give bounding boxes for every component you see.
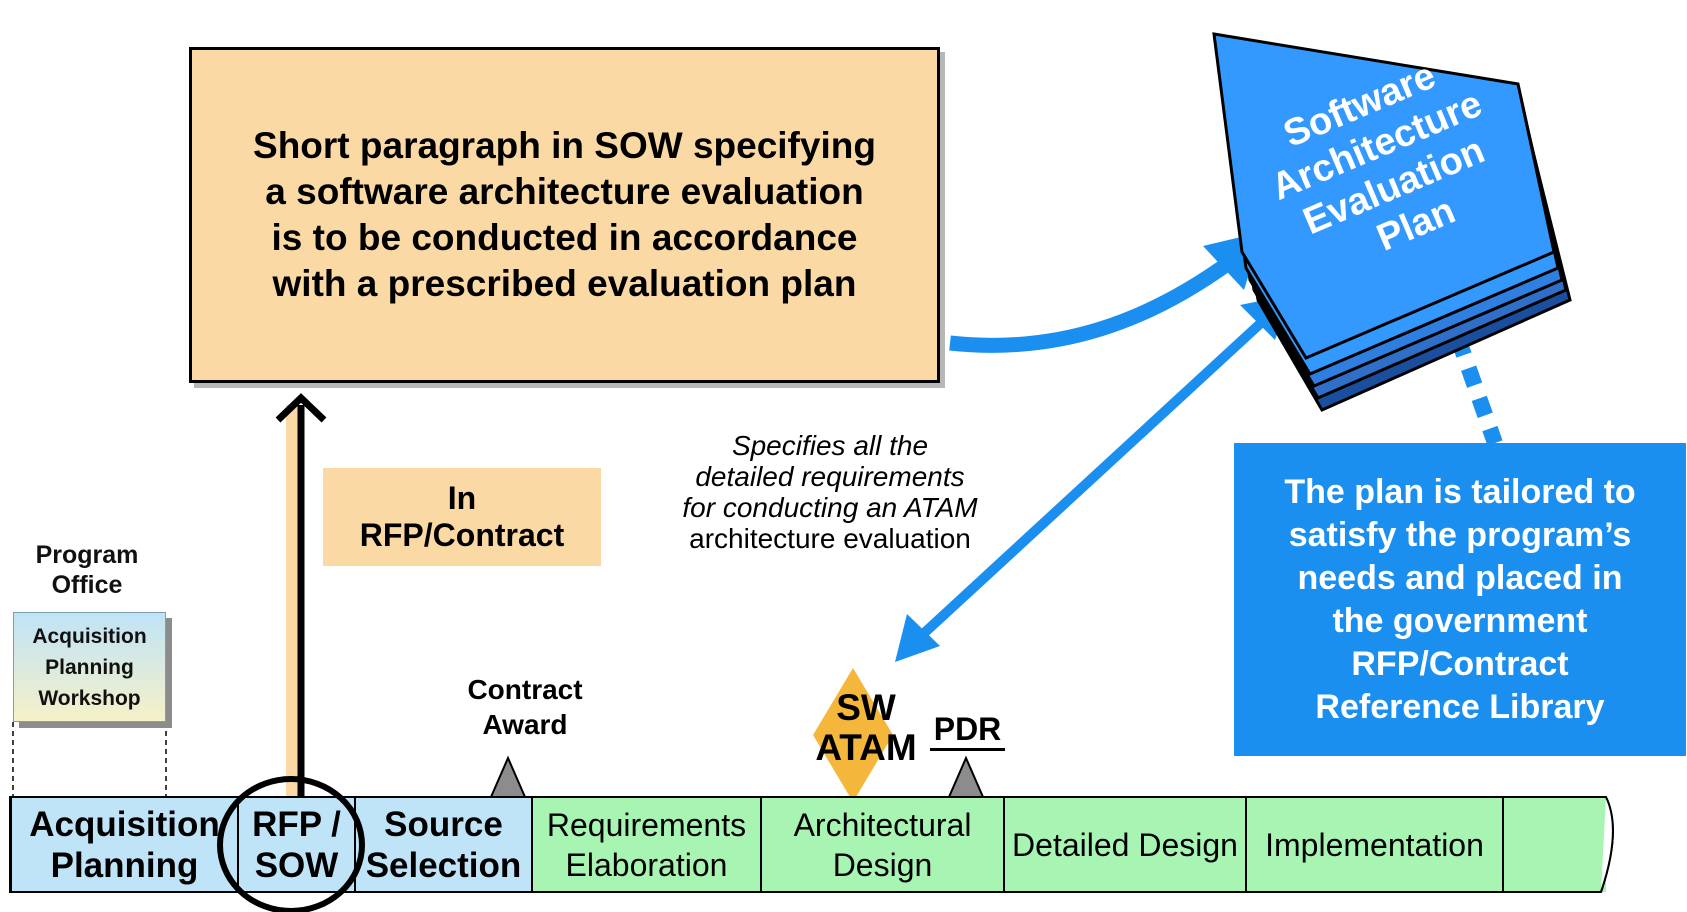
contract-award-line: Award (482, 709, 568, 740)
spec-line: architecture evaluation (689, 523, 971, 554)
phase-architectural-design: Architectural Design (760, 797, 1003, 892)
pdr-triangle (947, 755, 985, 798)
atam-end-arrowhead (895, 614, 940, 662)
phase-label: Implementation (1265, 826, 1484, 863)
in-rfp-contract-label: In RFP/Contract (323, 468, 601, 566)
sw-atam-line: ATAM (815, 727, 917, 768)
workshop-line: Workshop (38, 686, 141, 710)
tailored-line: needs and placed in (1297, 558, 1623, 597)
phase-label: Elaboration (565, 846, 728, 883)
phase-label: Architectural (793, 806, 972, 843)
phase-label: RFP / (252, 804, 341, 844)
acquisition-planning-workshop-box: Acquisition Planning Workshop (13, 612, 166, 722)
phase-label: Requirements (546, 806, 747, 843)
specifies-requirements-note: Specifies all the detailed requirements … (660, 430, 1000, 554)
phase-label: Design (832, 846, 933, 883)
sow-line: with a prescribed evaluation plan (272, 263, 857, 304)
phase-implementation: Implementation (1245, 797, 1502, 892)
plan-tailored-box: The plan is tailored to satisfy the prog… (1234, 443, 1686, 756)
sw-atam-label: SW ATAM (796, 688, 936, 768)
phase-label: Detailed Design (1012, 826, 1238, 863)
phase-label: Source (384, 804, 503, 844)
phase-label: Selection (365, 845, 522, 885)
tailored-line: RFP/Contract (1351, 644, 1569, 683)
pdr-label: PDR (930, 710, 1005, 751)
sow-paragraph-box: Short paragraph in SOW specifying a soft… (189, 47, 940, 383)
sow-paragraph-text: Short paragraph in SOW specifying a soft… (192, 123, 937, 307)
sow-line: Short paragraph in SOW specifying (253, 125, 876, 166)
spec-line: for conducting an ATAM (682, 492, 978, 523)
spec-line: Specifies all the (731, 430, 929, 461)
contract-award-line: Contract (467, 674, 583, 705)
phase-label: Acquisition (29, 804, 220, 844)
plan-atam-double-arrow (918, 318, 1266, 639)
sow-up-arrowhead (275, 393, 327, 423)
sow-to-plan-arrow (949, 255, 1235, 353)
in-rfp-line: In (447, 480, 477, 516)
atam-diamond (813, 668, 893, 802)
phase-label: SOW (254, 845, 339, 885)
program-office-line: Office (51, 571, 123, 599)
phase-detailed-design: Detailed Design (1003, 797, 1245, 892)
phase-source-selection: Source Selection (354, 797, 531, 892)
in-rfp-line: RFP/Contract (359, 517, 565, 553)
plan-to-library-dotted (1450, 335, 1503, 446)
program-office-line: Program (35, 541, 139, 569)
contract-award-label: Contract Award (445, 672, 605, 742)
workshop-line: Planning (45, 655, 134, 679)
workshop-line: Acquisition (32, 624, 147, 648)
sw-atam-line: SW (836, 687, 896, 728)
tailored-line: the government (1332, 601, 1588, 640)
tailored-line: satisfy the program’s (1288, 515, 1632, 554)
phase-acquisition-planning: Acquisition Planning (10, 797, 237, 892)
evaluation-plan-book (1212, 32, 1572, 412)
sow-line: is to be conducted in accordance (271, 217, 858, 258)
contract-award-triangle (489, 755, 527, 798)
spec-line: detailed requirements (695, 461, 965, 492)
program-office-label: Program Office (22, 540, 152, 600)
phase-continuation (1502, 797, 1606, 892)
tailored-line: The plan is tailored to (1284, 472, 1636, 511)
tailored-line: Reference Library (1315, 687, 1605, 726)
sow-line: a software architecture evaluation (265, 171, 864, 212)
phase-requirements-elaboration: Requirements Elaboration (531, 797, 760, 892)
sow-arrow-shadow (286, 405, 298, 797)
phase-label: Planning (50, 845, 199, 885)
plan-tailored-text: The plan is tailored to satisfy the prog… (1284, 471, 1635, 729)
phase-rfp-sow: RFP / SOW (237, 797, 354, 892)
